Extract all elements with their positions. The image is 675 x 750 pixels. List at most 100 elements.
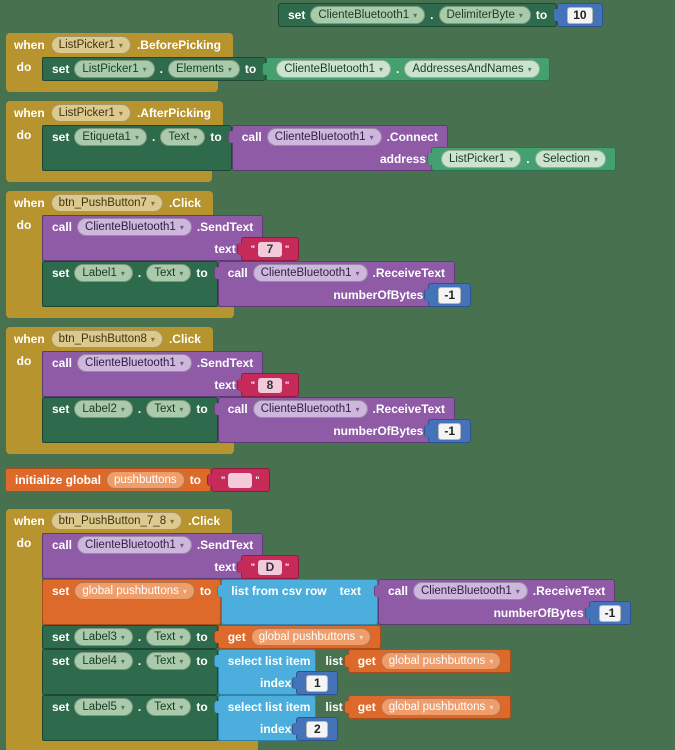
string-block[interactable]: " 7 " [236, 237, 300, 261]
string-block[interactable]: " 8 " [236, 373, 300, 397]
number-block[interactable]: 10 [553, 3, 603, 27]
component-dropdown[interactable]: Label2▾ [74, 400, 133, 418]
component-dropdown[interactable]: Label4▾ [74, 652, 133, 670]
string-block[interactable]: " D " [236, 555, 300, 579]
property-dropdown[interactable]: Elements▾ [167, 60, 240, 78]
event-component-dropdown[interactable]: btn_PushButton7▾ [50, 194, 163, 212]
property-dropdown[interactable]: Selection▾ [534, 150, 606, 168]
set-delimiterbyte-block[interactable]: set ClienteBluetooth1▾ . DelimiterByte▾ … [278, 3, 603, 27]
property-dropdown[interactable]: Text▾ [146, 400, 192, 418]
when-btn-pushbutton7-click[interactable]: when btn_PushButton7▾ .Click do call Cli… [6, 191, 472, 318]
number-field[interactable]: 1 [306, 674, 329, 692]
call-receivetext-block[interactable]: call ClienteBluetooth1▾ .ReceiveText num… [213, 261, 472, 307]
property-dropdown[interactable]: Text▾ [160, 128, 206, 146]
variable-name-field[interactable]: pushbuttons [106, 471, 185, 489]
variable-dropdown[interactable]: global pushbuttons▾ [250, 628, 372, 646]
component-dropdown[interactable]: ClienteBluetooth1▾ [276, 60, 392, 78]
get-global-pushbuttons-block[interactable]: get global pushbuttons▾ [213, 625, 382, 649]
number-block[interactable]: -1 [424, 419, 472, 443]
set-global-pushbuttons-block[interactable]: set global pushbuttons▾ to [42, 579, 222, 625]
number-field[interactable]: 2 [306, 720, 329, 738]
get-global-pushbuttons-block[interactable]: get global pushbuttons▾ [343, 649, 512, 673]
set-global-pushbuttons-row[interactable]: set global pushbuttons▾ to list from csv… [42, 579, 632, 625]
property-dropdown[interactable]: AddressesAndNames▾ [404, 60, 540, 78]
property-dropdown[interactable]: Text▾ [146, 628, 192, 646]
when-btn-pushbutton-7-8-click[interactable]: when btn_PushButton_7_8▾ .Click do call … [6, 509, 632, 750]
setter-block[interactable]: set Label1▾ . Text▾ to [42, 261, 218, 307]
call-sendtext-block[interactable]: call ClienteBluetooth1▾ .SendText text "… [42, 351, 300, 397]
component-dropdown[interactable]: ClienteBluetooth1▾ [252, 400, 368, 418]
when-btn-pushbutton8-click[interactable]: when btn_PushButton8▾ .Click do call Cli… [6, 327, 472, 454]
property-dropdown[interactable]: Text▾ [146, 652, 192, 670]
call-connect-block[interactable]: call ClienteBluetooth1▾ .Connect address… [227, 125, 616, 171]
number-field[interactable]: -1 [438, 286, 462, 304]
number-block[interactable]: 1 [292, 671, 339, 695]
component-dropdown[interactable]: ClienteBluetooth1▾ [77, 536, 192, 554]
setter-block[interactable]: set ClienteBluetooth1▾ . DelimiterByte▾ … [278, 3, 558, 27]
component-dropdown[interactable]: ListPicker1▾ [74, 60, 155, 78]
component-dropdown[interactable]: Label1▾ [74, 264, 133, 282]
component-dropdown[interactable]: ClienteBluetooth1▾ [412, 582, 528, 600]
number-block[interactable]: -1 [584, 601, 632, 625]
call-receivetext-block[interactable]: call ClienteBluetooth1▾ .ReceiveText num… [373, 579, 632, 625]
set-label2-row[interactable]: set Label2▾ . Text▾ to call ClienteBluet… [42, 397, 472, 443]
component-dropdown[interactable]: Label5▾ [74, 698, 133, 716]
select-list-item-block[interactable]: select list item list get global pushbut… [213, 695, 512, 741]
call-receivetext-block[interactable]: call ClienteBluetooth1▾ .ReceiveText num… [213, 397, 472, 443]
event-header[interactable]: when btn_PushButton_7_8▾ .Click [6, 509, 233, 533]
event-header[interactable]: when btn_PushButton8▾ .Click [6, 327, 213, 351]
call-sendtext-block[interactable]: call ClienteBluetooth1▾ .SendText text "… [42, 215, 300, 261]
event-header[interactable]: when ListPicker1▾ .BeforePicking [6, 33, 233, 57]
event-component-dropdown[interactable]: ListPicker1▾ [50, 104, 131, 122]
component-dropdown[interactable]: ListPicker1▾ [440, 150, 522, 168]
get-global-pushbuttons-block[interactable]: get global pushbuttons▾ [343, 695, 512, 719]
when-listpicker1-beforepicking[interactable]: when ListPicker1▾ .BeforePicking do set … [6, 33, 550, 92]
component-dropdown[interactable]: Label3▾ [74, 628, 133, 646]
event-component-dropdown[interactable]: btn_PushButton8▾ [50, 330, 163, 348]
getter-selection-block[interactable]: ListPicker1▾ . Selection▾ [426, 147, 616, 171]
property-dropdown[interactable]: Text▾ [146, 698, 192, 716]
component-dropdown[interactable]: ClienteBluetooth1▾ [77, 354, 192, 372]
component-dropdown[interactable]: ClienteBluetooth1▾ [310, 6, 426, 24]
call-sendtext-block[interactable]: call ClienteBluetooth1▾ .SendText text "… [42, 533, 300, 579]
initialize-global-block[interactable]: initialize global pushbuttons to [5, 468, 212, 492]
variable-dropdown[interactable]: global pushbuttons▾ [74, 582, 195, 600]
variable-dropdown[interactable]: global pushbuttons▾ [380, 698, 502, 716]
number-block[interactable]: -1 [424, 283, 472, 307]
setter-block[interactable]: set Label2▾ . Text▾ to [42, 397, 218, 443]
property-dropdown[interactable]: Text▾ [146, 264, 192, 282]
select-list-item-block[interactable]: select list item list get global pushbut… [213, 649, 512, 695]
variable-dropdown[interactable]: global pushbuttons▾ [380, 652, 502, 670]
string-field[interactable]: D [258, 559, 283, 575]
number-field[interactable]: -1 [438, 422, 462, 440]
string-field[interactable] [228, 472, 253, 488]
event-component-dropdown[interactable]: btn_PushButton_7_8▾ [50, 512, 183, 530]
set-label1-row[interactable]: set Label1▾ . Text▾ to call ClienteBluet… [42, 261, 472, 307]
set-etiqueta1-row[interactable]: set Etiqueta1▾ . Text▾ to call ClienteBl… [42, 125, 616, 171]
getter-addressesandnames-block[interactable]: ClienteBluetooth1▾ . AddressesAndNames▾ [262, 57, 550, 81]
event-header[interactable]: when btn_PushButton7▾ .Click [6, 191, 213, 215]
setter-block[interactable]: set Label4▾ . Text▾ to [42, 649, 218, 695]
event-component-dropdown[interactable]: ListPicker1▾ [50, 36, 131, 54]
setter-block[interactable]: set Etiqueta1▾ . Text▾ to [42, 125, 232, 171]
component-dropdown[interactable]: Etiqueta1▾ [74, 128, 147, 146]
string-field[interactable]: 7 [258, 241, 283, 257]
component-dropdown[interactable]: ClienteBluetooth1▾ [266, 128, 382, 146]
component-dropdown[interactable]: ClienteBluetooth1▾ [252, 264, 368, 282]
set-label3-row[interactable]: set Label3▾ . Text▾ to get global pushbu… [42, 625, 382, 649]
number-field[interactable]: -1 [598, 604, 622, 622]
set-label4-row[interactable]: set Label4▾ . Text▾ to select list item … [42, 649, 512, 695]
set-label5-row[interactable]: set Label5▾ . Text▾ to select list item … [42, 695, 512, 741]
property-dropdown[interactable]: DelimiterByte▾ [438, 6, 531, 24]
number-block[interactable]: 2 [292, 717, 339, 741]
initialize-global-pushbuttons-block[interactable]: initialize global pushbuttons to " " [5, 468, 270, 492]
string-field[interactable]: 8 [258, 377, 283, 393]
number-field[interactable]: 10 [567, 6, 593, 24]
string-block[interactable]: " " [207, 468, 270, 492]
setter-block[interactable]: set Label5▾ . Text▾ to [42, 695, 218, 741]
setter-block[interactable]: set Label3▾ . Text▾ to [42, 625, 218, 649]
component-dropdown[interactable]: ClienteBluetooth1▾ [77, 218, 192, 236]
list-from-csv-row-block[interactable]: list from csv row text [217, 579, 378, 625]
when-listpicker1-afterpicking[interactable]: when ListPicker1▾ .AfterPicking do set E… [6, 101, 616, 182]
